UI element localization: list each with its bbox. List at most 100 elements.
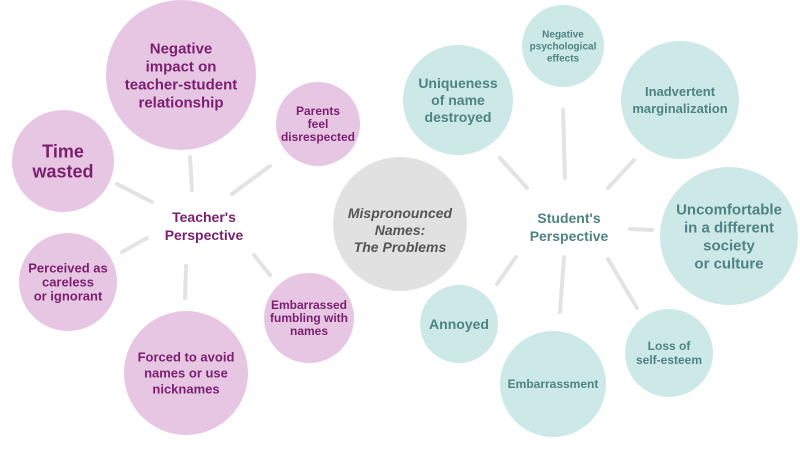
bubble-negative-psychological-circle: [522, 5, 604, 87]
bubble-forced-to-avoid-label-line: nicknames: [152, 382, 219, 397]
connector-line: [558, 255, 566, 314]
bubble-embarrassment-label: Embarrassment: [508, 377, 599, 391]
center-title-line: The Problems: [354, 239, 447, 255]
connector-line: [628, 227, 654, 232]
bubble-time-wasted-label-line: Time: [42, 141, 84, 161]
bubble-inadvertent-marginalization-circle: [621, 41, 739, 159]
connector-line: [252, 253, 272, 277]
bubble-uncomfortable-circle: [660, 167, 798, 305]
bubble-uniqueness-destroyed-circle: [403, 45, 513, 155]
bubble-annoyed-label-line: Annoyed: [429, 316, 489, 332]
bubble-negative-psychological-label-line: effects: [547, 54, 580, 65]
bubble-perceived-careless-label-line: Perceived as: [28, 261, 108, 276]
connector-line: [230, 164, 272, 196]
bubble-loss-of-self-esteem-circle: [625, 309, 713, 397]
bubble-uncomfortable-label-line: Uncomfortable: [676, 201, 782, 218]
bubble-embarrassment-circle: [500, 331, 606, 437]
bubble-negative-impact-label-line: relationship: [138, 94, 223, 111]
connector-line: [120, 236, 149, 254]
bubble-uniqueness-destroyed-label-line: destroyed: [425, 109, 492, 125]
bubble-perceived-careless-label-line: or ignorant: [34, 289, 103, 304]
connector-line: [183, 264, 188, 300]
connector-line: [606, 257, 639, 310]
center-circle: [333, 157, 467, 291]
bubble-perceived-careless-label-line: careless: [42, 275, 94, 290]
bubble-annoyed-label: Annoyed: [429, 316, 489, 332]
connector-line: [498, 156, 529, 190]
bubble-time-wasted-circle: [12, 110, 114, 212]
connectors: [115, 108, 654, 314]
student-perspective-label-line: Student's: [537, 210, 600, 226]
bubble-parents-feel-disrespected-label-line: disrespected: [281, 130, 355, 144]
bubble-negative-impact-label-line: teacher-student: [125, 76, 238, 93]
bubble-uniqueness-destroyed-label-line: Uniqueness: [418, 75, 498, 91]
teacher-perspective-label-line: Perspective: [165, 227, 244, 243]
connector-line: [188, 155, 194, 192]
bubble-uncomfortable-label-line: society: [703, 237, 755, 254]
bubble-embarrassment: Embarrassment: [500, 331, 606, 437]
bubble-uncomfortable-label-line: or culture: [694, 255, 763, 272]
connector-line: [495, 255, 518, 286]
bubble-negative-impact-label-line: Negative: [150, 40, 213, 57]
connector-line: [115, 182, 154, 204]
bubble-negative-psychological-label-line: Negative: [542, 30, 584, 41]
bubble-annoyed: Annoyed: [420, 285, 498, 363]
connector-line: [561, 108, 567, 180]
bubble-inadvertent-marginalization-label-line: Inadvertent: [645, 84, 716, 99]
bubble-inadvertent-marginalization-label: Inadvertent marginalization: [632, 84, 727, 116]
bubble-inadvertent-marginalization: Inadvertent marginalization: [621, 41, 739, 159]
bubble-parents-feel-disrespected-circle: [276, 82, 360, 166]
teacher-perspective-label-line: Teacher's: [172, 209, 236, 225]
center-title-line: Mispronounced: [348, 205, 453, 221]
bubble-loss-of-self-esteem-label-line: self-esteem: [636, 353, 702, 367]
bubble-forced-to-avoid-label-line: Forced to avoid: [138, 350, 235, 365]
center-title-line: Names:: [375, 222, 426, 238]
bubble-inadvertent-marginalization-label-line: marginalization: [632, 101, 727, 116]
bubble-loss-of-self-esteem-label-line: Loss of: [648, 339, 692, 353]
bubble-embarrassment-label-line: Embarrassment: [508, 377, 599, 391]
bubble-negative-psychological-label-line: psychological: [530, 42, 597, 53]
bubble-parents-feel-disrespected-label-line: Parents: [296, 104, 340, 118]
connector-line: [606, 158, 636, 190]
bubble-time-wasted-label-line: wasted: [31, 161, 93, 181]
bubble-perceived-careless-circle: [19, 233, 117, 331]
bubble-embarrassed-fumbling-label-line: Embarrassed: [271, 298, 347, 312]
bubble-embarrassed-fumbling-label-line: names: [290, 324, 328, 338]
bubble-embarrassed-fumbling-label-line: fumbling with: [270, 311, 348, 325]
bubble-uncomfortable-label-line: in a different: [684, 219, 774, 236]
bubble-negative-impact-circle: [106, 0, 256, 150]
bubble-uniqueness-destroyed-label-line: of name: [431, 92, 485, 108]
student-perspective-label-line: Perspective: [530, 228, 609, 244]
bubble-annoyed-circle: [420, 285, 498, 363]
bubble-parents-feel-disrespected-label-line: feel: [308, 117, 329, 131]
bubble-negative-impact-label-line: impact on: [146, 58, 217, 75]
bubble-embarrassed-fumbling-circle: [264, 273, 354, 363]
bubble-forced-to-avoid-label-line: names or use: [144, 366, 228, 381]
